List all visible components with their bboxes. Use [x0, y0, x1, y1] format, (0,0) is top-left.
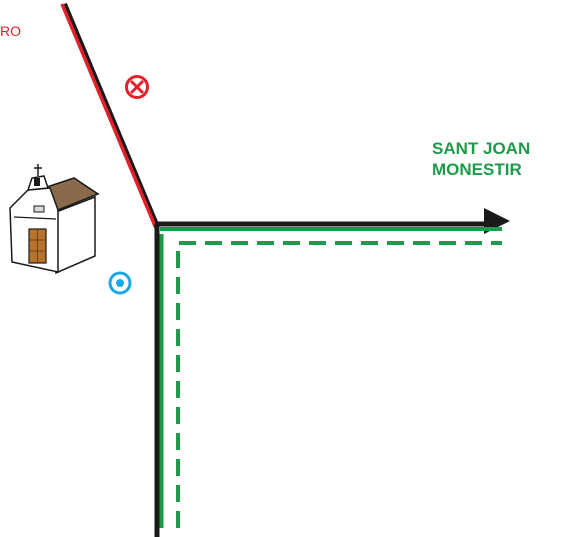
church-icon	[10, 164, 98, 273]
destination-label: SANT JOAN MONESTIR	[432, 138, 530, 180]
destination-label-line1: SANT JOAN	[432, 138, 530, 159]
route-dashed	[178, 243, 502, 528]
offmap-destination-label: RO	[0, 23, 21, 39]
you-are-here-icon	[110, 273, 130, 293]
destination-label-line2: MONESTIR	[432, 159, 530, 180]
no-entry-icon	[127, 77, 148, 98]
